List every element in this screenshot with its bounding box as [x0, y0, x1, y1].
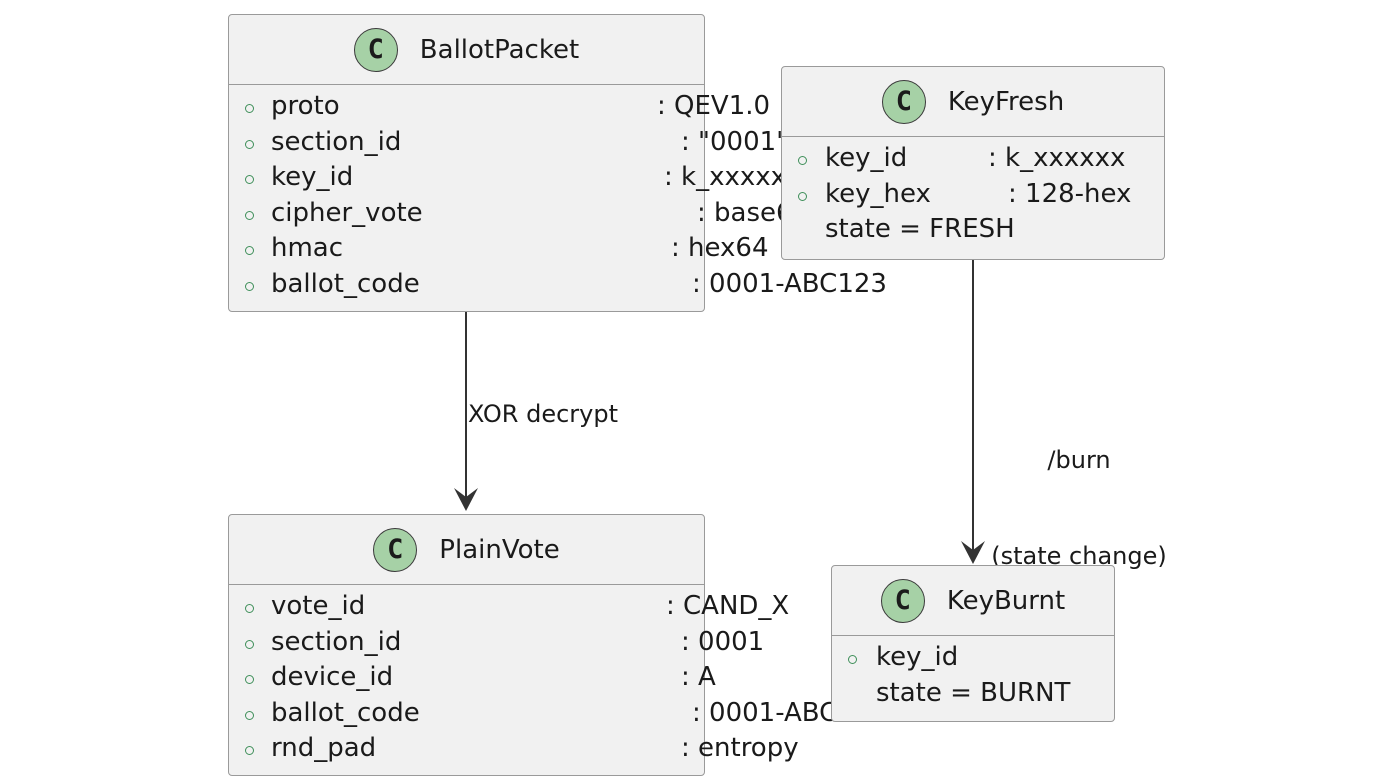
attribute-name: key_id [876, 642, 959, 672]
attribute-list: key_id state = BURNT [832, 636, 1114, 711]
class-plain-vote[interactable]: C PlainVote vote_id : CAND_X section_id : … [228, 514, 887, 776]
attribute-row: key_id: k_xxxxxx [229, 160, 801, 196]
attribute-name: key_id [271, 162, 354, 192]
public-visibility-icon [848, 655, 857, 664]
attribute-name: proto [271, 91, 340, 121]
attribute-row: key_id : k_xxxxxx [782, 141, 1164, 177]
attribute-type: : k_xxxxxx [988, 143, 1126, 173]
burn-label-line1: /burn [1047, 446, 1111, 474]
class-c-icon: C [880, 578, 925, 623]
attribute-name: cipher_vote [271, 197, 423, 228]
state-note: state = BURNT [876, 677, 1071, 708]
state-row: state = FRESH [782, 212, 1164, 248]
attribute-list: proto : QEV1.0 section_id : "0001" key_id:… [229, 85, 887, 303]
public-visibility-icon [245, 246, 254, 255]
attribute-type: : "0001" [681, 126, 789, 157]
attribute-type: : hex64 [671, 233, 769, 263]
attribute-type: : 0001-ABC123 [692, 268, 887, 299]
attribute-row: section_id : "0001" [229, 125, 788, 161]
attribute-name: key_hex [825, 178, 931, 209]
attribute-name: ballot_code [271, 268, 420, 299]
public-visibility-icon [245, 210, 254, 220]
class-ballot-packet[interactable]: C BallotPacket proto : QEV1.0 section_id:… [228, 14, 887, 312]
arrow-head-icon [961, 541, 985, 564]
attribute-type: : A [681, 662, 716, 692]
attribute-row: device_id : A [229, 660, 716, 696]
attribute-name: rnd_pad [271, 733, 377, 763]
class-key-fresh[interactable]: C KeyFresh key_id : k_xxxxxx key_hex : 128-… [781, 66, 1165, 260]
attribute-name: section_id [271, 626, 402, 657]
class-c-icon: C [881, 79, 926, 124]
attribute-row: vote_id : CAND_X [229, 589, 789, 625]
attribute-name: vote_id [271, 591, 366, 621]
public-visibility-icon [798, 156, 807, 165]
class-header: C KeyFresh [782, 67, 1164, 137]
edge-burn [961, 260, 985, 564]
class-c-icon: C [353, 27, 398, 72]
decrypt-label: XOR decrypt [468, 400, 619, 428]
edge-decrypt [454, 312, 478, 511]
attribute-type: : CAND_X [666, 591, 790, 621]
class-name: KeyBurnt [946, 585, 1066, 616]
attribute-type: : 128-hex [1008, 178, 1132, 209]
attribute-list: key_id : k_xxxxxx key_hex : 128-hex state = … [782, 137, 1164, 248]
attribute-row: rnd_pad : entropy [229, 731, 799, 767]
class-header: C KeyBurnt [832, 566, 1114, 636]
attribute-row: section_id : 0001 [229, 625, 764, 661]
attribute-list: vote_id : CAND_X section_id : 0001 device_… [229, 585, 887, 767]
attribute-row: ballot_code : 0001-ABC123 [229, 267, 887, 303]
class-header: C BallotPacket [229, 15, 704, 85]
public-visibility-icon [245, 281, 254, 291]
public-visibility-icon [245, 675, 254, 684]
class-key-burnt[interactable]: C KeyBurnt key_id state = BURNT [831, 565, 1115, 722]
attribute-row: key_id [832, 640, 1114, 676]
attribute-type: : QEV1.0 [657, 91, 771, 121]
state-row: state = BURNT [832, 676, 1114, 712]
attribute-type: : 0001 [681, 626, 765, 657]
class-header: C PlainVote [229, 515, 704, 585]
attribute-name: key_id [825, 143, 908, 173]
attribute-row: hmac : hex64 [229, 231, 769, 267]
public-visibility-icon [245, 746, 254, 755]
public-visibility-icon [245, 104, 254, 113]
class-name: KeyFresh [947, 86, 1065, 117]
class-c-icon: C [373, 527, 418, 572]
attribute-name: hmac [271, 233, 344, 263]
attribute-name: ballot_code [271, 697, 420, 728]
attribute-name: section_id [271, 126, 402, 157]
public-visibility-icon [245, 710, 254, 720]
attribute-name: device_id [271, 662, 394, 692]
public-visibility-icon [245, 604, 254, 613]
attribute-row: ballot_code: 0001-ABC123 [229, 696, 887, 732]
attribute-row: key_hex : 128-hex [782, 177, 1164, 213]
public-visibility-icon [245, 175, 254, 184]
attribute-row: proto : QEV1.0 [229, 89, 770, 125]
public-visibility-icon [245, 139, 254, 149]
attribute-type: : entropy [681, 733, 799, 763]
arrow-head-icon [454, 488, 478, 511]
attribute-row: cipher_vote: base64 [229, 196, 809, 232]
class-name: BallotPacket [419, 34, 580, 65]
public-visibility-icon [798, 191, 807, 201]
state-note: state = FRESH [825, 214, 1015, 244]
public-visibility-icon [245, 639, 254, 649]
class-name: PlainVote [439, 534, 560, 565]
